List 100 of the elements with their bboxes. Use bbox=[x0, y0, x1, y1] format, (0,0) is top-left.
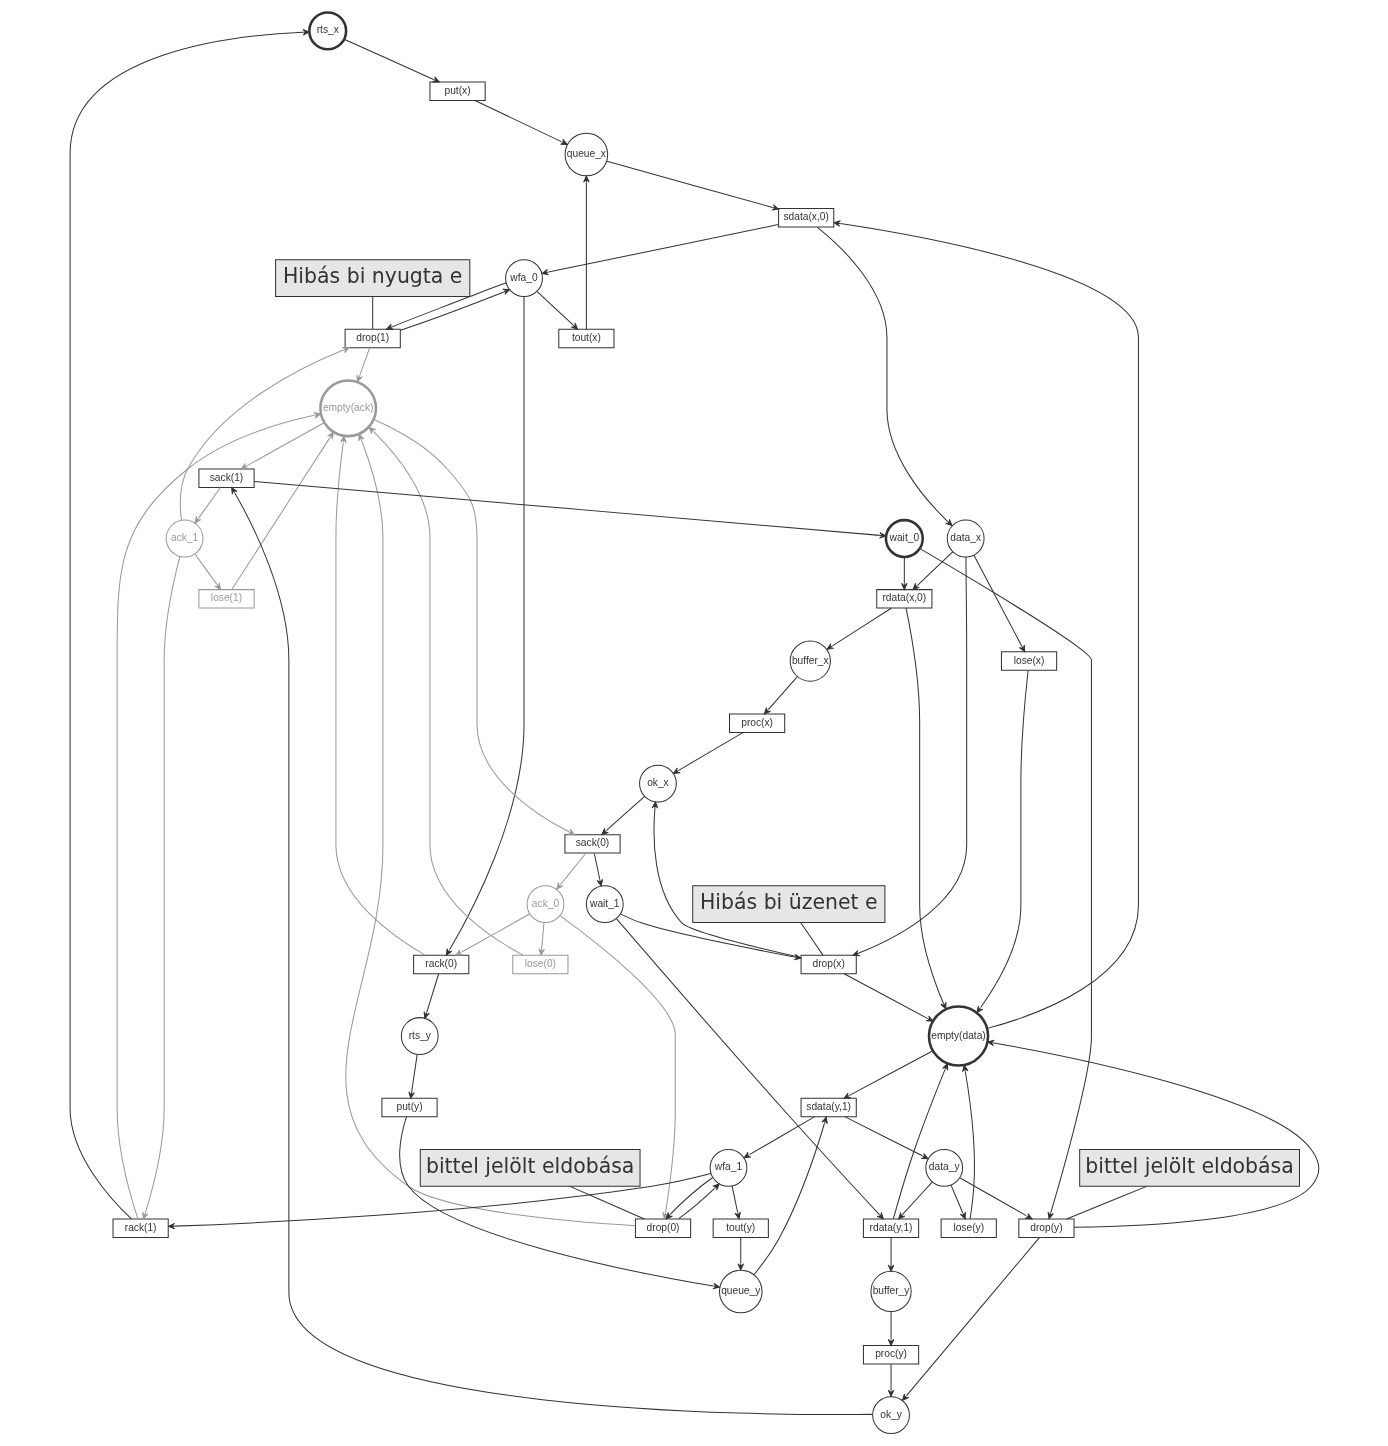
arrow bbox=[69, 29, 310, 1220]
node-box: tout(x) bbox=[557, 328, 614, 349]
arrow bbox=[918, 548, 1092, 1220]
arrow bbox=[737, 1237, 744, 1271]
node-box: drop(0) bbox=[634, 1218, 691, 1238]
node-circle: ok_x bbox=[638, 764, 677, 803]
arrow bbox=[901, 1237, 1040, 1401]
arrow bbox=[892, 1063, 948, 1220]
arrow bbox=[423, 973, 439, 1019]
connector bbox=[371, 296, 373, 330]
arrow bbox=[743, 1116, 815, 1159]
arrow bbox=[672, 732, 743, 774]
arrow bbox=[665, 1177, 713, 1220]
node-box: drop(y) bbox=[1017, 1218, 1075, 1238]
arrow bbox=[911, 551, 953, 591]
arrow bbox=[231, 431, 334, 590]
arrow bbox=[619, 913, 801, 961]
arrow bbox=[179, 346, 350, 521]
arrow bbox=[407, 1054, 418, 1099]
arrow bbox=[843, 1050, 933, 1099]
node-box: Hibás bi üzenet e bbox=[691, 885, 885, 924]
node-box: sack(1) bbox=[197, 468, 255, 488]
arrow bbox=[343, 38, 440, 83]
arrow bbox=[950, 1184, 966, 1220]
arrow bbox=[593, 853, 603, 887]
node-box: sdata(y,1) bbox=[800, 1097, 857, 1118]
arrow bbox=[972, 554, 1025, 653]
node-circle: ack_0 bbox=[526, 885, 564, 924]
arrow bbox=[826, 607, 892, 650]
node-box: lose(x) bbox=[1000, 651, 1057, 671]
node-box: drop(x) bbox=[800, 954, 857, 975]
node-circle: ack_1 bbox=[165, 519, 203, 558]
arrow bbox=[536, 291, 578, 330]
arrow bbox=[959, 1177, 1032, 1220]
node-circle: rts_x bbox=[307, 11, 347, 51]
arrow bbox=[887, 1363, 894, 1397]
arrow bbox=[905, 607, 946, 1010]
arrow bbox=[887, 1311, 894, 1347]
node-box: lose(1) bbox=[197, 589, 255, 609]
connector bbox=[1065, 1185, 1147, 1220]
node-circle: rts_y bbox=[400, 1017, 439, 1055]
arrow bbox=[582, 175, 590, 330]
node-box: sack(0) bbox=[563, 834, 621, 854]
arrow bbox=[986, 1039, 1319, 1228]
connector bbox=[569, 1185, 645, 1220]
arrow bbox=[763, 676, 798, 715]
arrow bbox=[832, 220, 1139, 1029]
arrow bbox=[141, 556, 180, 1220]
node-box: proc(x) bbox=[728, 713, 785, 733]
node-box: drop(1) bbox=[344, 328, 401, 349]
node-circle: buffer_x bbox=[789, 640, 831, 682]
arrow bbox=[537, 922, 545, 956]
node-circle: data_y bbox=[924, 1148, 963, 1187]
node-circle: ok_y bbox=[871, 1396, 910, 1434]
node-circle: queue_y bbox=[718, 1269, 763, 1314]
arrow bbox=[385, 282, 507, 330]
node-circle: wfa_0 bbox=[504, 259, 543, 298]
node-box: rack(0) bbox=[412, 954, 469, 975]
arrow bbox=[345, 433, 636, 1227]
arrow bbox=[887, 1237, 894, 1272]
arrow bbox=[473, 100, 568, 145]
node-circle: queue_x bbox=[564, 132, 608, 177]
arrow bbox=[900, 556, 908, 590]
node-box: lose(y) bbox=[940, 1218, 997, 1238]
arrow bbox=[844, 1116, 929, 1160]
node-box: rdata(y,1) bbox=[862, 1218, 919, 1238]
arrow bbox=[334, 435, 426, 956]
arrow bbox=[975, 670, 1029, 1014]
node-box: tout(y) bbox=[712, 1218, 769, 1238]
node-box: proc(y) bbox=[862, 1345, 919, 1365]
arrow bbox=[167, 1173, 711, 1230]
arrow bbox=[454, 913, 530, 956]
connector bbox=[799, 922, 823, 956]
arrow bbox=[555, 853, 586, 890]
arrow bbox=[116, 412, 321, 1220]
arrow bbox=[559, 915, 676, 1220]
arrow bbox=[398, 1116, 720, 1290]
arrow bbox=[961, 1064, 975, 1220]
node-circle: wait_1 bbox=[585, 885, 624, 924]
arrow bbox=[399, 288, 510, 331]
arrow bbox=[240, 422, 325, 470]
arrow bbox=[541, 224, 779, 276]
arrow bbox=[852, 556, 967, 957]
node-box: bittel jelölt eldobása bbox=[419, 1148, 641, 1187]
node-box: sdata(x,0) bbox=[777, 208, 834, 228]
arrow bbox=[731, 1185, 741, 1220]
node-box: Hibás bi nyugta e bbox=[274, 259, 470, 298]
node-box: rack(1) bbox=[112, 1218, 169, 1238]
arrow bbox=[194, 487, 221, 524]
arrow bbox=[253, 481, 886, 539]
arrow bbox=[677, 1183, 720, 1220]
node-circle: wfa_1 bbox=[709, 1148, 747, 1187]
arrow bbox=[230, 487, 873, 1416]
arrow bbox=[368, 426, 524, 956]
arrow bbox=[753, 1116, 828, 1275]
arrow bbox=[843, 973, 933, 1022]
arrow bbox=[897, 1181, 933, 1220]
arrow bbox=[373, 419, 575, 836]
arrow bbox=[600, 795, 645, 835]
node-circle: wait_0 bbox=[884, 518, 924, 559]
